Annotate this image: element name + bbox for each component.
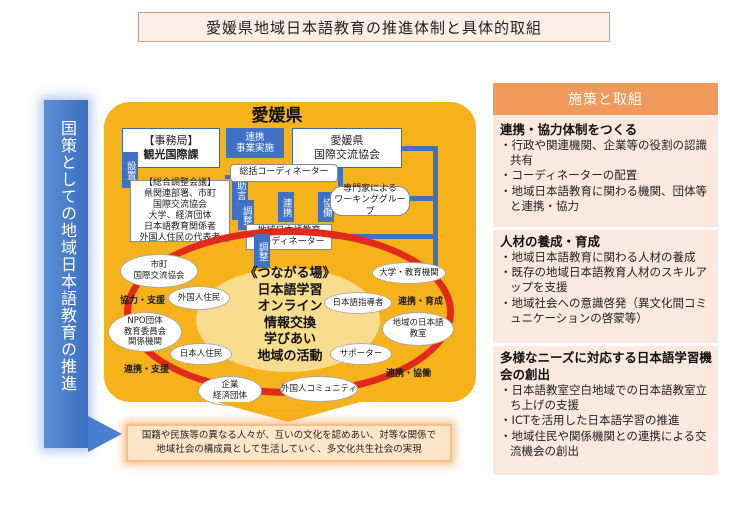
- node-language-classes: 地域の日本語 教室: [382, 312, 454, 346]
- center-line: 情報交換: [263, 315, 316, 331]
- council-line: 大学、経済団体: [148, 211, 212, 221]
- measures-header: 施策と取組: [493, 83, 718, 115]
- connector-line: [332, 234, 438, 239]
- section-title: 連携・協力体制をつくる: [500, 122, 638, 137]
- section-title: 多様なニーズに対応する日本語学習機会の創出: [500, 350, 712, 382]
- measures-panel: [493, 83, 718, 475]
- node-line: 教育委員会: [123, 326, 167, 337]
- list-item: ・地域社会への意識啓発（異文化間コミュニケーションの啓蒙等）: [500, 295, 707, 325]
- list-item: ・地域日本語教育に関わる機関、団体等と連携・協力: [500, 183, 707, 213]
- node-line: 企業: [221, 380, 239, 391]
- national-policy-label: 国策としての地域日本語教育の推進: [58, 120, 77, 392]
- association-name: 国際交流協会: [314, 148, 380, 161]
- secretariat-dept: 観光国際課: [143, 148, 199, 161]
- node-japanese-residents: 日本人住民: [170, 343, 232, 365]
- node-municipal-association: 市町 国際交流協会: [120, 254, 198, 288]
- node-foreign-community: 外国人コミュニティ: [280, 376, 358, 402]
- connector-line: [433, 146, 438, 276]
- working-group-line2: ワーキンググループ: [334, 195, 406, 217]
- section-list: ・地域日本語教育に関わる人材の養成 ・既存の地域日本語教育人材のスキルアップを支…: [500, 250, 714, 326]
- international-association-box: 愛媛県 国際交流協会: [292, 128, 402, 168]
- goal-box: 国籍や民族等の異なる人々が、互いの文化を認めあい、対等な関係で 地域社会の構成員…: [126, 424, 452, 462]
- section-list: ・日本語教室空白地域での日本語教室立ち上げの支援 ・ICTを活用した日本語学習の…: [500, 383, 714, 459]
- section-training: 人材の養成・育成 ・地域日本語教育に関わる人材の養成 ・既存の地域日本語教育人材…: [500, 233, 714, 326]
- node-npo: NPO団体 教育委員会 関係機関: [108, 312, 182, 352]
- section-learning: 多様なニーズに対応する日本語学習機会の創出 ・日本語教室空白地域での日本語教室立…: [500, 349, 714, 459]
- node-supporters: サポーター: [330, 343, 392, 365]
- section-cooperation: 連携・協力体制をつくる ・行政や関連機関、企業等の役割の認識共有 ・コーディネー…: [500, 121, 714, 214]
- section-divider: [493, 343, 718, 346]
- working-group-line1: 専門家による: [343, 184, 397, 195]
- council-line: 外国人住民の代表者: [139, 232, 221, 243]
- list-item: ・既存の地域日本語教育人材のスキルアップを支援: [500, 265, 707, 295]
- node-line: 関係機関: [127, 337, 162, 348]
- cooperation-line2: 事業実施: [235, 143, 274, 154]
- secretariat-box: 【事務局】 観光国際課: [122, 128, 220, 168]
- list-item: ・地域住民や関係機関との連携による交流機会の創出: [500, 428, 707, 458]
- connector-line: [338, 168, 343, 188]
- section-list: ・行政や関連機関、企業等の役割の認識共有 ・コーディネーターの配置 ・地域日本語…: [500, 138, 714, 214]
- node-foreign-residents: 外国人住民: [168, 286, 230, 310]
- label-link-support: 連携・支援: [124, 365, 170, 375]
- label-link-collaboration: 連携・協働: [386, 369, 432, 379]
- goal-line1: 国籍や民族等の異なる人々が、互いの文化を認めあい、対等な関係で: [141, 430, 437, 441]
- list-item: ・ICTを活用した日本語学習の推進: [500, 413, 680, 428]
- center-line: 地域の活動: [257, 348, 323, 364]
- node-line: 市町: [150, 260, 168, 271]
- page-title: 愛媛県地域日本語教育の推進体制と具体的取組: [138, 12, 610, 42]
- section-title: 人材の養成・育成: [500, 234, 601, 249]
- meeting-place-text: 《つながる場》 日本語学習 オンライン 情報交換 学びあい 地域の活動: [228, 266, 352, 374]
- node-line: 教室: [409, 329, 427, 339]
- link-badge: 連携: [278, 192, 294, 222]
- list-item: ・日本語教室空白地域での日本語教室立ち上げの支援: [500, 383, 707, 413]
- ehime-title: 愛媛県: [251, 105, 303, 126]
- adjust-badge: 調整: [238, 200, 254, 230]
- secretariat-label: 【事務局】: [143, 134, 199, 148]
- goal-line2: 地域社会の構成員として生活していく、多文化共生社会の実現: [156, 444, 422, 455]
- adjust-badge-2: 調整: [254, 234, 270, 268]
- council-line: 県関連部署、市町: [143, 189, 216, 200]
- down-arrow: [216, 402, 360, 422]
- general-coordinator-box: 総括コーディネーター: [230, 164, 338, 182]
- connector-line: [410, 196, 438, 201]
- coordination-council-box: 【総合調整会議】 県関連部署、市町 国際交流協会 大学、経済団体 日本語教育関係…: [130, 178, 230, 243]
- policy-arrow-head: [88, 416, 122, 452]
- center-line: 学びあい: [263, 332, 316, 347]
- association-pref: 愛媛県: [330, 134, 364, 148]
- node-instructors: 日本語指導者: [324, 292, 392, 314]
- node-line: 国際交流協会: [133, 271, 185, 281]
- node-universities: 大学・教育機関: [372, 262, 446, 284]
- council-line: 国際交流協会: [152, 200, 207, 211]
- section-divider: [493, 227, 718, 230]
- cooperation-line1: 連携: [245, 131, 265, 143]
- list-item: ・行政や関連機関、企業等の役割の認識共有: [500, 138, 707, 168]
- center-line: オンライン: [257, 299, 323, 314]
- node-companies: 企業 経済団体: [198, 376, 262, 406]
- working-group-box: 専門家による ワーキンググループ: [330, 184, 410, 217]
- council-line: 日本語教育関係者: [143, 221, 216, 232]
- node-line: 地域の日本語: [392, 318, 444, 329]
- list-item: ・コーディネーターの配置: [500, 168, 638, 183]
- node-line: 経済団体: [212, 391, 247, 401]
- label-cooperation-support: 協力・支援: [120, 296, 166, 306]
- label-link-training: 連携・育成: [398, 297, 444, 307]
- cooperation-badge: 連携 事業実施: [226, 128, 284, 158]
- connector-line: [225, 175, 233, 179]
- connector-line: [402, 146, 438, 151]
- establish-badge: 設置: [122, 152, 138, 188]
- council-line: 【総合調整会議】: [143, 178, 216, 189]
- center-line: 日本語学習: [257, 282, 323, 298]
- center-line: 《つながる場》: [244, 266, 336, 281]
- node-line: NPO団体: [127, 316, 163, 327]
- list-item: ・地域日本語教育に関わる人材の養成: [500, 250, 696, 264]
- national-policy-bar: [44, 100, 88, 448]
